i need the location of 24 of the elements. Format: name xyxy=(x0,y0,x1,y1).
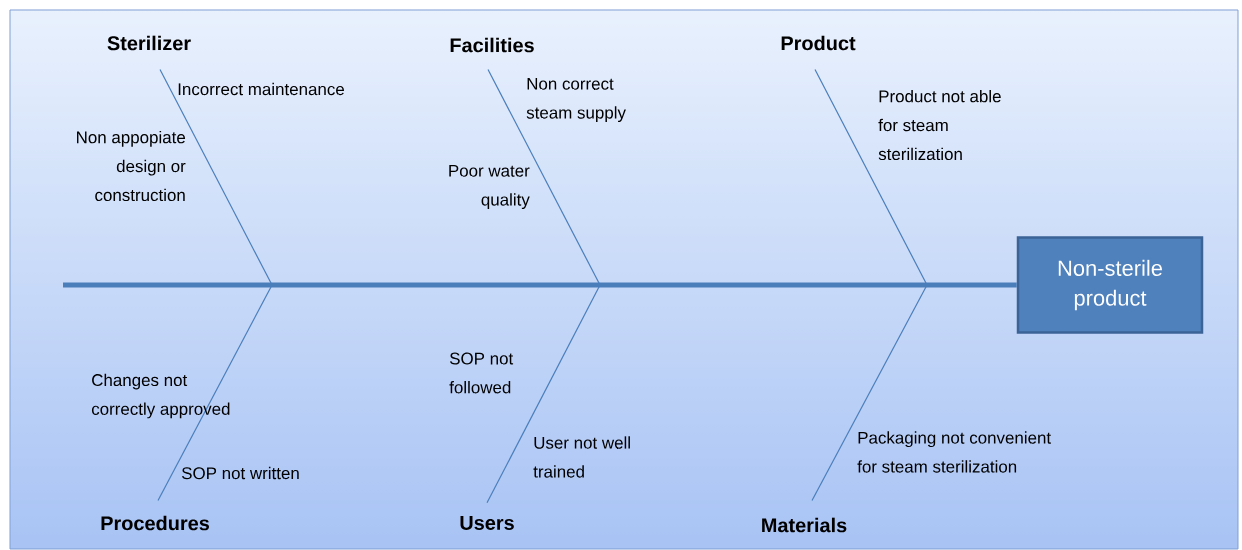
cause-label: Non correct steam supply xyxy=(526,77,626,123)
bone-line xyxy=(814,68,928,286)
cause-label: User not well trained xyxy=(533,436,630,478)
bone-line xyxy=(487,68,601,286)
cause-label: SOP not written xyxy=(182,466,299,480)
cause-label: Non appopiate design or construction xyxy=(77,130,186,202)
spine-line xyxy=(63,282,1017,288)
cause-label: Changes not correctly approved xyxy=(91,373,230,419)
category-label: Users xyxy=(460,516,514,530)
cause-label: Poor water quality xyxy=(449,164,530,209)
bone-line xyxy=(486,284,601,504)
cause-label: Incorrect maintenance xyxy=(178,82,344,96)
category-label: Procedures xyxy=(101,515,209,531)
cause-label: SOP not followed xyxy=(449,352,514,394)
cause-label: Product not able for steam sterilization xyxy=(878,89,1001,161)
bone-line xyxy=(157,284,273,502)
category-label: Sterilizer xyxy=(107,35,191,51)
category-label: Materials xyxy=(762,517,847,533)
bone-line xyxy=(159,68,273,286)
bone-line xyxy=(811,284,928,502)
category-label: Product xyxy=(781,35,856,51)
result-box: Non-sterile product xyxy=(1016,236,1204,334)
category-label: Facilities xyxy=(450,37,534,53)
cause-label: Packaging not convenient for steam sterilization xyxy=(857,431,1051,473)
